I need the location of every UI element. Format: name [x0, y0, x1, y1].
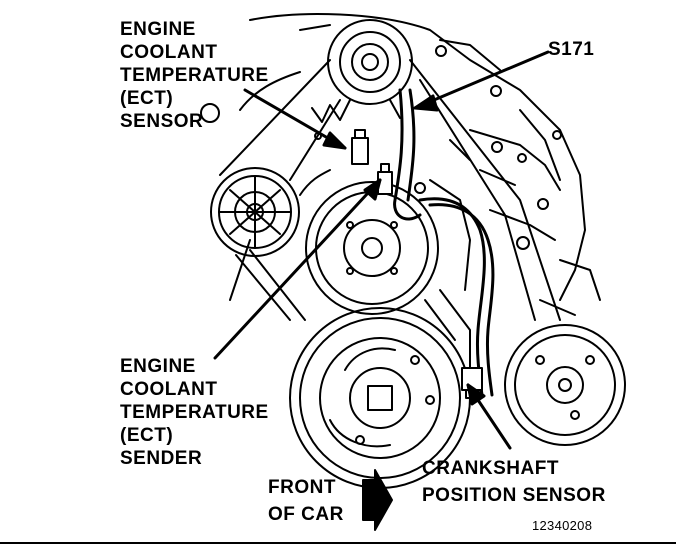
alternator-drawing	[311, 19, 413, 123]
crank-label-line-2: POSITION SENSOR	[422, 485, 606, 506]
crankshaft-position-sensor-label: CRANKSHAFT POSITION SENSOR	[422, 455, 606, 509]
ect-sensor-leader-arrow	[243, 88, 347, 150]
ect-sensor-label-line-2: COOLANT	[120, 42, 218, 63]
ac-compressor-drawing	[504, 324, 626, 446]
ect-sensor-label-line-3: TEMPERATURE	[120, 65, 269, 86]
ect-sender-label-line-2: COOLANT	[120, 379, 218, 400]
ect-sender-label-line-3: TEMPERATURE	[120, 402, 269, 423]
ect-sensor-label: ENGINE COOLANT TEMPERATURE (ECT) SENSOR	[120, 18, 269, 133]
crank-sensor-leader-arrow	[466, 383, 512, 450]
front-of-car-line-1: FRONT	[268, 477, 336, 498]
ect-sensor-symbol	[200, 103, 220, 123]
ect-sensor-drawing	[314, 129, 369, 165]
ect-sender-label-line-4: (ECT)	[120, 425, 174, 446]
ect-sensor-label-line-5: SENSOR	[120, 111, 204, 132]
front-of-car-line-2: OF CAR	[268, 504, 344, 525]
ect-sender-drawing	[377, 163, 393, 195]
bottom-rule	[0, 542, 676, 544]
ect-sensor-label-line-4: (ECT)	[120, 88, 174, 109]
idler-pulley-drawing	[210, 167, 300, 257]
front-of-car-arrow-icon	[362, 469, 393, 531]
splice-s171-label: S171	[548, 38, 594, 61]
ect-sender-label-line-5: SENDER	[120, 448, 203, 469]
ect-sender-leader-arrow	[213, 178, 382, 360]
splice-s171-text: S171	[548, 39, 595, 60]
splice-s171-leader-arrow	[413, 50, 550, 112]
front-of-car-label: FRONT OF CAR	[268, 474, 344, 528]
water-pump-pulley-drawing	[305, 181, 439, 315]
ect-sender-label: ENGINE COOLANT TEMPERATURE (ECT) SENDER	[120, 355, 269, 470]
crank-label-line-1: CRANKSHAFT	[422, 458, 559, 479]
serpentine-belt-drawing	[219, 59, 561, 371]
wiring-harness-drawing	[393, 88, 495, 397]
ect-sensor-label-line-1: ENGINE	[120, 19, 196, 40]
figure-number: 12340208	[532, 514, 592, 537]
ect-sender-label-line-1: ENGINE	[120, 356, 196, 377]
engine-block-outline	[229, 13, 601, 316]
figure-number-text: 12340208	[532, 518, 593, 533]
